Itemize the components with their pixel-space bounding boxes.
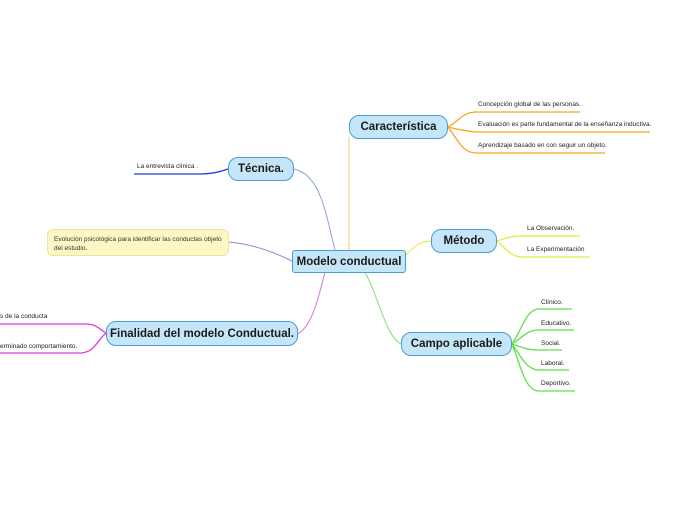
topic-finalidad[interactable]: Finalidad del modelo Conductual. — [106, 321, 298, 346]
connector-caracteristica-1 — [447, 111, 580, 128]
campo-item-educativo[interactable]: Educativo. — [541, 320, 572, 327]
connector-metodo — [405, 240, 432, 256]
topic-tecnica-label: Técnica. — [237, 163, 285, 175]
tecnica-item-1[interactable]: La entrevista clínica . — [137, 163, 199, 170]
connector-caracteristica-3 — [447, 126, 605, 154]
connector-caracteristica-2 — [447, 126, 650, 133]
campo-item-clinico[interactable]: Clínico. — [541, 299, 563, 306]
topic-campo-aplicable[interactable]: Campo aplicable — [401, 332, 512, 356]
caracteristica-item-2[interactable]: Evaluación es parte fundamental de la en… — [478, 121, 652, 128]
finalidad-item-1[interactable]: s de la conducta — [0, 313, 48, 320]
note-evolucion-text: Evolución psicológica para identificar l… — [54, 236, 222, 253]
connector-metodo-2 — [496, 240, 590, 258]
metodo-item-1[interactable]: La Observación. — [527, 225, 575, 232]
connector-metodo-1 — [496, 235, 580, 242]
topic-tecnica[interactable]: Técnica. — [228, 157, 294, 181]
caracteristica-item-3[interactable]: Aprendizaje basado en con seguir un obje… — [478, 142, 607, 149]
caracteristica-item-1[interactable]: Concepción global de las personas. — [478, 101, 581, 108]
campo-item-laboral[interactable]: Laboral. — [541, 360, 565, 367]
finalidad-item-2[interactable]: erminado comportamiento. — [0, 343, 78, 350]
campo-item-deportivo[interactable]: Deportivo. — [541, 380, 571, 387]
connector-campo-2 — [511, 329, 574, 345]
central-topic-label: Modelo conductual — [296, 255, 402, 268]
topic-finalidad-label: Finalidad del modelo Conductual. — [109, 327, 294, 340]
connector-finalidad — [297, 271, 326, 335]
connector-finalidad-1 — [0, 323, 107, 334]
connector-campo-1 — [511, 308, 572, 345]
connector-evolucion — [228, 241, 293, 262]
connector-tecnica-1 — [134, 168, 229, 175]
connector-finalidad-2 — [0, 332, 107, 354]
topic-metodo[interactable]: Método — [431, 229, 497, 253]
topic-caracteristica-label: Característica — [360, 121, 437, 133]
connector-campo-5 — [511, 343, 575, 392]
metodo-item-2[interactable]: La Experimentación — [527, 246, 585, 253]
topic-caracteristica[interactable]: Característica — [349, 115, 448, 139]
campo-item-social[interactable]: Social. — [541, 340, 561, 347]
central-topic[interactable]: Modelo conductual — [292, 250, 406, 273]
connector-campo — [364, 271, 402, 345]
topic-campo-aplicable-label: Campo aplicable — [410, 338, 503, 350]
connector-campo-3 — [511, 343, 562, 351]
connector-tecnica — [293, 168, 336, 251]
note-evolucion[interactable]: Evolución psicológica para identificar l… — [47, 229, 229, 256]
topic-metodo-label: Método — [443, 235, 485, 247]
connector-campo-4 — [511, 343, 569, 371]
